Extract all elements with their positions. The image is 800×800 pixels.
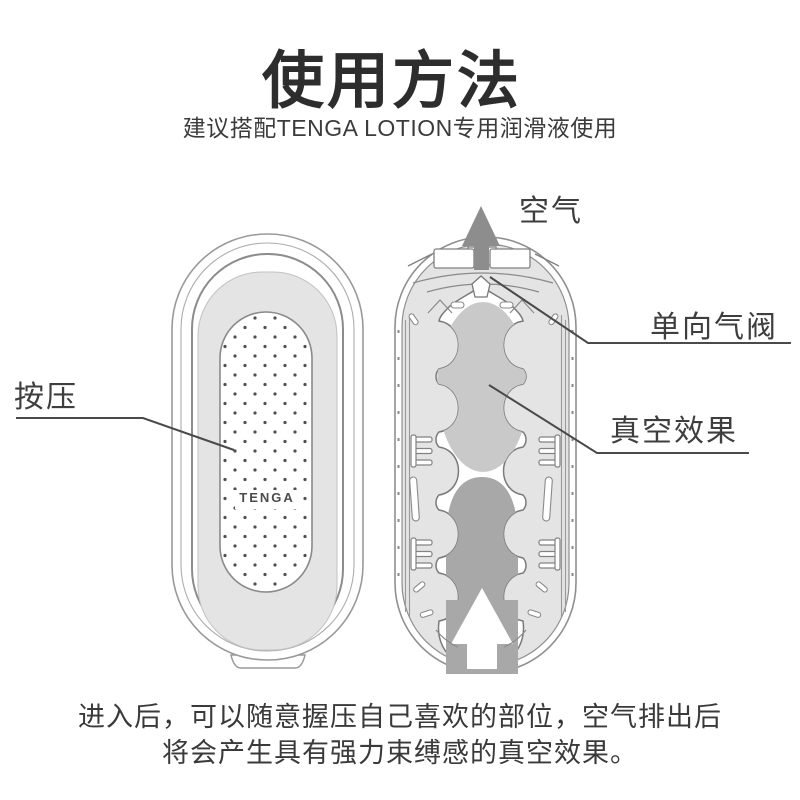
press-label: 按压 [14,381,78,414]
bottom-hook-left [435,629,459,648]
page-subtitle: 建议搭配TENGA LOTION专用润滑液使用 [182,115,618,141]
instruction-text: 进入后，可以随意握压自己喜欢的部位，空气排出后 将会产生具有强力束缚感的真空效果… [0,699,800,771]
page-title: 使用方法 [261,47,522,116]
case-inner-line [180,242,355,652]
one-way-valve-label: 单向气阀 [650,311,778,344]
device-exterior [171,233,364,669]
valve-leader-line [489,276,791,344]
vacuum-effect-label: 真空效果 [610,415,738,448]
side-clip [538,434,561,468]
vacuum-leader-line [488,384,749,454]
side-clip [538,537,561,571]
air-out-arrow-icon [462,206,500,270]
instruction-line-1: 进入后，可以随意握压自己喜欢的部位，空气排出后 [78,702,722,732]
instruction-line-2: 将会产生具有强力束缚感的真空效果。 [162,738,638,768]
tenga-logo: TENGA [233,490,301,505]
side-clip [410,434,433,468]
air-label: 空气 [519,195,583,228]
press-leader-line [16,417,235,451]
bottom-hook-right [503,629,527,648]
device-cross-section [394,206,577,674]
side-clip [410,537,433,571]
leader-lines [16,276,791,454]
one-way-valve-part [471,275,491,298]
insertion-arrow-icon [451,588,513,669]
press-pad-dots [220,312,312,592]
